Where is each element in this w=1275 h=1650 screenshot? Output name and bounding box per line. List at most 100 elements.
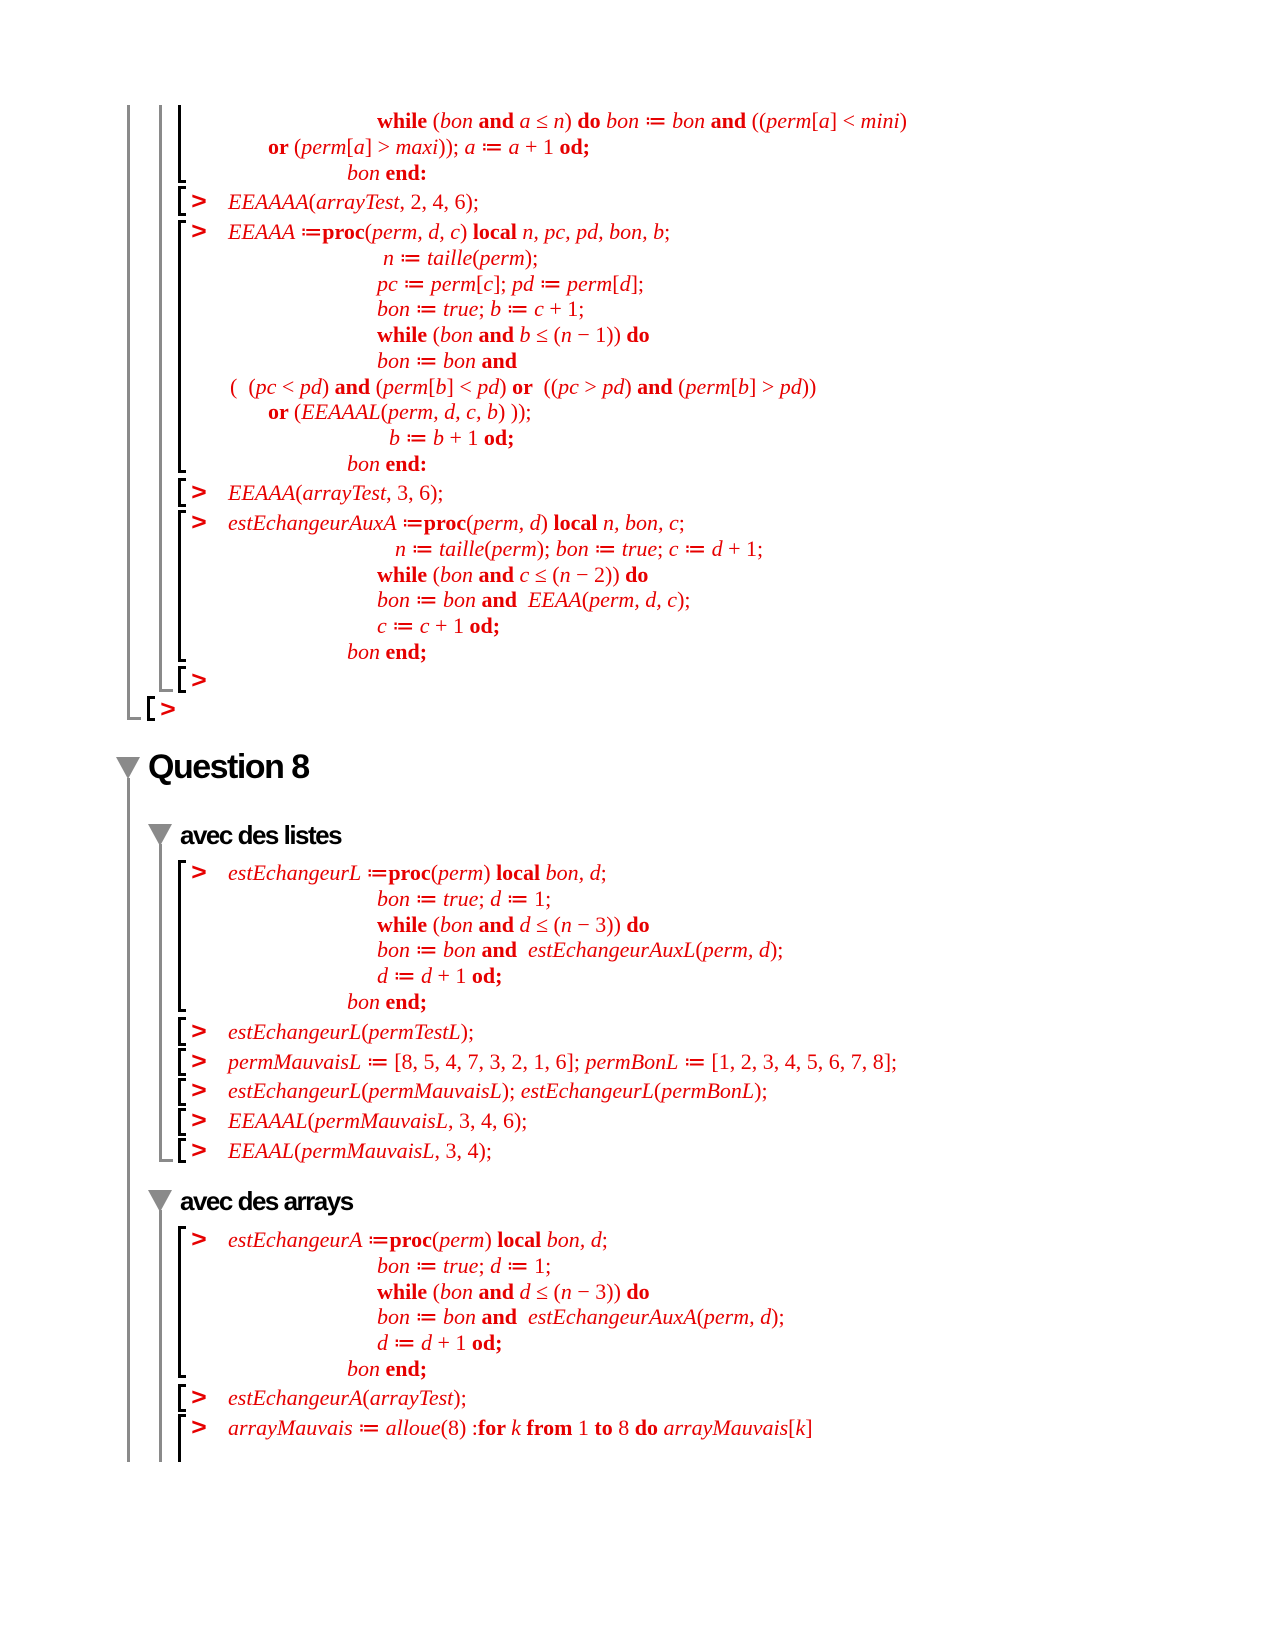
symbol-token: ]; xyxy=(630,271,645,296)
code-line[interactable]: bon end; xyxy=(347,989,427,1015)
identifier-token: b xyxy=(490,296,502,321)
code-line[interactable]: bon end: xyxy=(347,451,427,477)
code-line[interactable]: bon ≔ true; b ≔ c + 1; xyxy=(377,296,584,322)
prompt-icon[interactable]: > xyxy=(191,1137,207,1164)
exec-group-bracket[interactable] xyxy=(147,696,155,721)
symbol-token: [ xyxy=(475,271,484,296)
symbol-token: , 2, 4, 6); xyxy=(399,189,479,214)
collapse-triangle-icon[interactable] xyxy=(148,1190,172,1212)
code-line[interactable]: bon ≔ true; d ≔ 1; xyxy=(377,886,551,912)
exec-group-bracket[interactable] xyxy=(178,1078,186,1106)
code-line[interactable]: bon ≔ bon and estEchangeurAuxL(perm, d); xyxy=(377,937,783,963)
symbol-token: ( xyxy=(295,480,303,505)
symbol-token: ( xyxy=(427,108,440,133)
code-line[interactable]: while (bon and a ≤ n) do bon ≔ bon and (… xyxy=(377,108,907,134)
prompt-icon[interactable]: > xyxy=(191,479,207,506)
symbol-token: ≔ xyxy=(410,937,443,962)
exec-group-bracket[interactable] xyxy=(178,1414,186,1462)
code-line[interactable]: bon end; xyxy=(347,1356,427,1382)
code-line[interactable]: n ≔ taille(perm); xyxy=(383,245,538,271)
prompt-icon[interactable]: > xyxy=(191,218,207,245)
exec-group-bracket[interactable] xyxy=(178,1048,186,1076)
keyword-token: local xyxy=(497,1227,547,1252)
code-line[interactable]: d ≔ d + 1 od; xyxy=(377,963,502,989)
code-line[interactable]: while (bon and d ≤ (n − 3)) do xyxy=(377,1279,650,1305)
code-line[interactable]: bon ≔ bon and xyxy=(377,348,517,374)
code-line[interactable]: while (bon and c ≤ (n − 2)) do xyxy=(377,562,648,588)
code-line[interactable]: EEAAA(arrayTest, 3, 6); xyxy=(228,480,444,506)
code-line[interactable]: d ≔ d + 1 od; xyxy=(377,1330,502,1356)
identifier-token: arrayTest xyxy=(369,1385,454,1410)
code-line[interactable]: c ≔ c + 1 od; xyxy=(377,613,500,639)
code-line[interactable]: permMauvaisL ≔ [8, 5, 4, 7, 3, 2, 1, 6];… xyxy=(228,1049,897,1075)
code-line[interactable]: bon ≔ bon and estEchangeurAuxA(perm, d); xyxy=(377,1304,785,1330)
identifier-token: k xyxy=(795,1415,806,1440)
exec-group-bracket[interactable] xyxy=(178,186,186,216)
identifier-token: n, pc, pd, bon, b xyxy=(522,219,665,244)
identifier-token: perm, d xyxy=(702,937,770,962)
code-line[interactable]: while (bon and b ≤ (n − 1)) do xyxy=(377,322,650,348)
code-line[interactable]: estEchangeurL ≔proc(perm) local bon, d; xyxy=(228,860,607,886)
prompt-icon[interactable]: > xyxy=(191,1048,207,1075)
prompt-icon[interactable]: > xyxy=(191,1226,207,1253)
prompt-icon[interactable]: > xyxy=(191,1414,207,1441)
exec-group-bracket[interactable] xyxy=(178,1138,186,1163)
symbol-token: ( xyxy=(307,1108,315,1133)
code-line[interactable]: estEchangeurL(permTestL); xyxy=(228,1019,474,1045)
subsection-bar[interactable] xyxy=(159,1210,162,1462)
exec-group-bracket[interactable] xyxy=(178,220,186,473)
code-line[interactable]: while (bon and d ≤ (n − 3)) do xyxy=(377,912,650,938)
code-line[interactable]: arrayMauvais ≔ alloue(8) :for k from 1 t… xyxy=(228,1415,813,1441)
code-line[interactable]: or (EEAAAL(perm, d, c, b) )); xyxy=(268,399,532,425)
code-line[interactable]: estEchangeurL(permMauvaisL); estEchangeu… xyxy=(228,1078,768,1104)
code-line[interactable]: bon end: xyxy=(347,160,427,186)
code-line[interactable]: EEAAAL(permMauvaisL, 3, 4, 6); xyxy=(228,1108,527,1134)
code-line[interactable]: estEchangeurAuxA ≔proc(perm, d) local n,… xyxy=(228,510,685,536)
exec-group-bracket[interactable] xyxy=(178,1226,186,1378)
section-bar[interactable] xyxy=(127,105,130,720)
exec-group-bracket[interactable] xyxy=(178,1017,186,1046)
identifier-token: bon xyxy=(443,348,476,373)
code-line[interactable]: pc ≔ perm[c]; pd ≔ perm[d]; xyxy=(377,271,644,297)
code-line[interactable]: estEchangeurA ≔proc(perm) local bon, d; xyxy=(228,1227,608,1253)
exec-group-bracket[interactable] xyxy=(178,510,186,662)
code-line[interactable]: EEAAL(permMauvaisL, 3, 4); xyxy=(228,1138,492,1164)
symbol-token: [ xyxy=(612,271,620,296)
symbol-token: + 1; xyxy=(543,296,585,321)
exec-group-bracket[interactable] xyxy=(178,478,186,507)
exec-group-bracket[interactable] xyxy=(178,1384,186,1412)
collapse-triangle-icon[interactable] xyxy=(116,757,140,779)
prompt-icon[interactable]: > xyxy=(191,188,207,215)
subsection-title: avec des listes xyxy=(180,820,343,850)
prompt-icon[interactable]: > xyxy=(191,667,207,694)
code-line[interactable]: bon ≔ bon and EEAA(perm, d, c); xyxy=(377,587,691,613)
subsection-bar[interactable] xyxy=(159,105,162,692)
exec-group-bracket[interactable] xyxy=(178,860,186,1012)
symbol-token: [ xyxy=(788,1415,796,1440)
symbol-token: ] < xyxy=(829,108,861,133)
prompt-icon[interactable]: > xyxy=(191,859,207,886)
prompt-icon[interactable]: > xyxy=(191,1077,207,1104)
section-bar[interactable] xyxy=(127,778,130,1462)
code-line[interactable]: EEAAAA(arrayTest, 2, 4, 6); xyxy=(228,189,479,215)
prompt-icon[interactable]: > xyxy=(191,1384,207,1411)
code-line[interactable]: or (perm[a] > maxi)); a ≔ a + 1 od; xyxy=(268,134,590,160)
subsection-bar[interactable] xyxy=(159,844,162,1162)
exec-group-bracket[interactable] xyxy=(178,1108,186,1136)
exec-group-bracket[interactable] xyxy=(178,666,186,693)
collapse-triangle-icon[interactable] xyxy=(148,824,172,846)
prompt-icon[interactable]: > xyxy=(191,509,207,536)
code-line[interactable]: ( (pc < pd) and (perm[b] < pd) or ((pc >… xyxy=(230,374,816,400)
symbol-token: ≤ xyxy=(530,108,554,133)
prompt-icon[interactable]: > xyxy=(191,1018,207,1045)
symbol-token: , 3, 4); xyxy=(434,1138,492,1163)
code-line[interactable]: bon ≔ true; d ≔ 1; xyxy=(377,1253,551,1279)
exec-group-bracket[interactable] xyxy=(178,105,186,183)
code-line[interactable]: bon end; xyxy=(347,639,427,665)
code-line[interactable]: EEAAA ≔proc(perm, d, c) local n, pc, pd,… xyxy=(228,219,670,245)
prompt-icon[interactable]: > xyxy=(160,696,176,723)
code-line[interactable]: estEchangeurA(arrayTest); xyxy=(228,1385,467,1411)
code-line[interactable]: n ≔ taille(perm); bon ≔ true; c ≔ d + 1; xyxy=(395,536,763,562)
code-line[interactable]: b ≔ b + 1 od; xyxy=(389,425,514,451)
prompt-icon[interactable]: > xyxy=(191,1107,207,1134)
